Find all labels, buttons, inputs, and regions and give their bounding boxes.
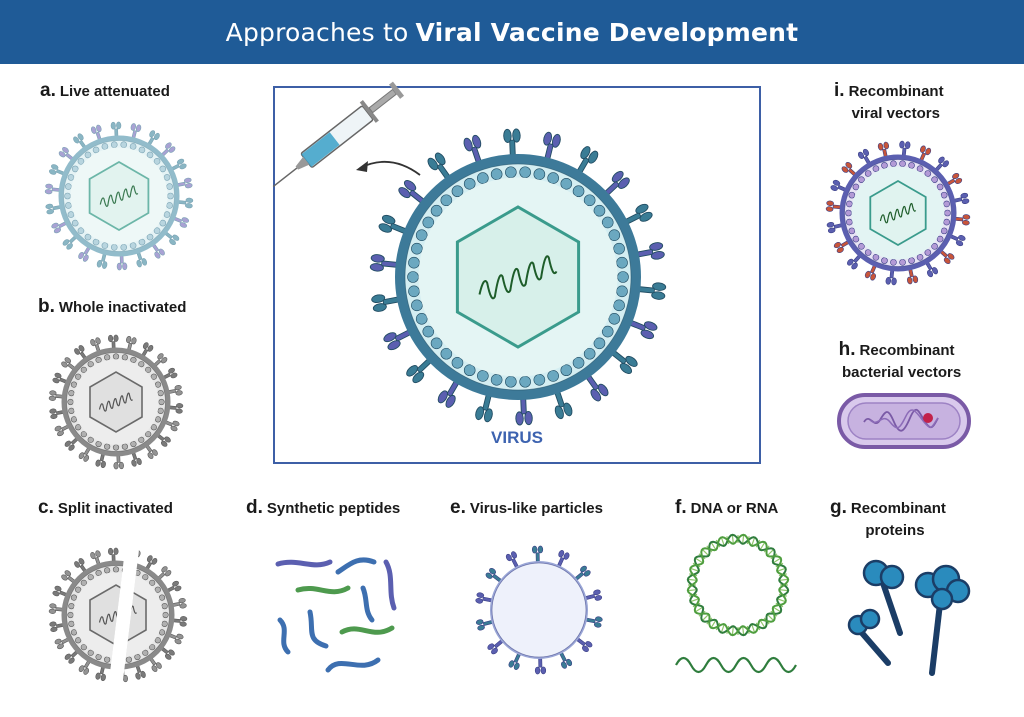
label-split-inactivated: c.Split inactivated (38, 497, 173, 518)
label-dna-rna: f.DNA or RNA (675, 497, 779, 518)
virus-like-particle (475, 545, 603, 675)
recombinant-proteins-icon (847, 559, 971, 676)
virus-illustration (369, 128, 667, 426)
label-virus-like-particles: e.Virus-like particles (450, 497, 603, 518)
label-whole-inactivated: b.Whole inactivated (38, 296, 187, 317)
bacterial-vector-icon (837, 393, 971, 449)
title-prefix: Approaches to (225, 17, 409, 47)
label-synthetic-peptides: d.Synthetic peptides (246, 497, 401, 518)
synthetic-peptides-icon (275, 557, 397, 673)
dna-rna-icon (675, 533, 797, 674)
label-live-attenuated: a.Live attenuated (40, 80, 170, 101)
recombinant-viral-vector (825, 140, 971, 286)
split-inactivated-virus (48, 547, 188, 683)
whole-inactivated-virus (48, 334, 184, 470)
live-attenuated-virus (44, 121, 194, 271)
title-bold: Viral Vaccine Development (415, 17, 799, 47)
virus-label: VIRUS (491, 428, 543, 447)
virus-panel: VIRUS (273, 86, 761, 464)
